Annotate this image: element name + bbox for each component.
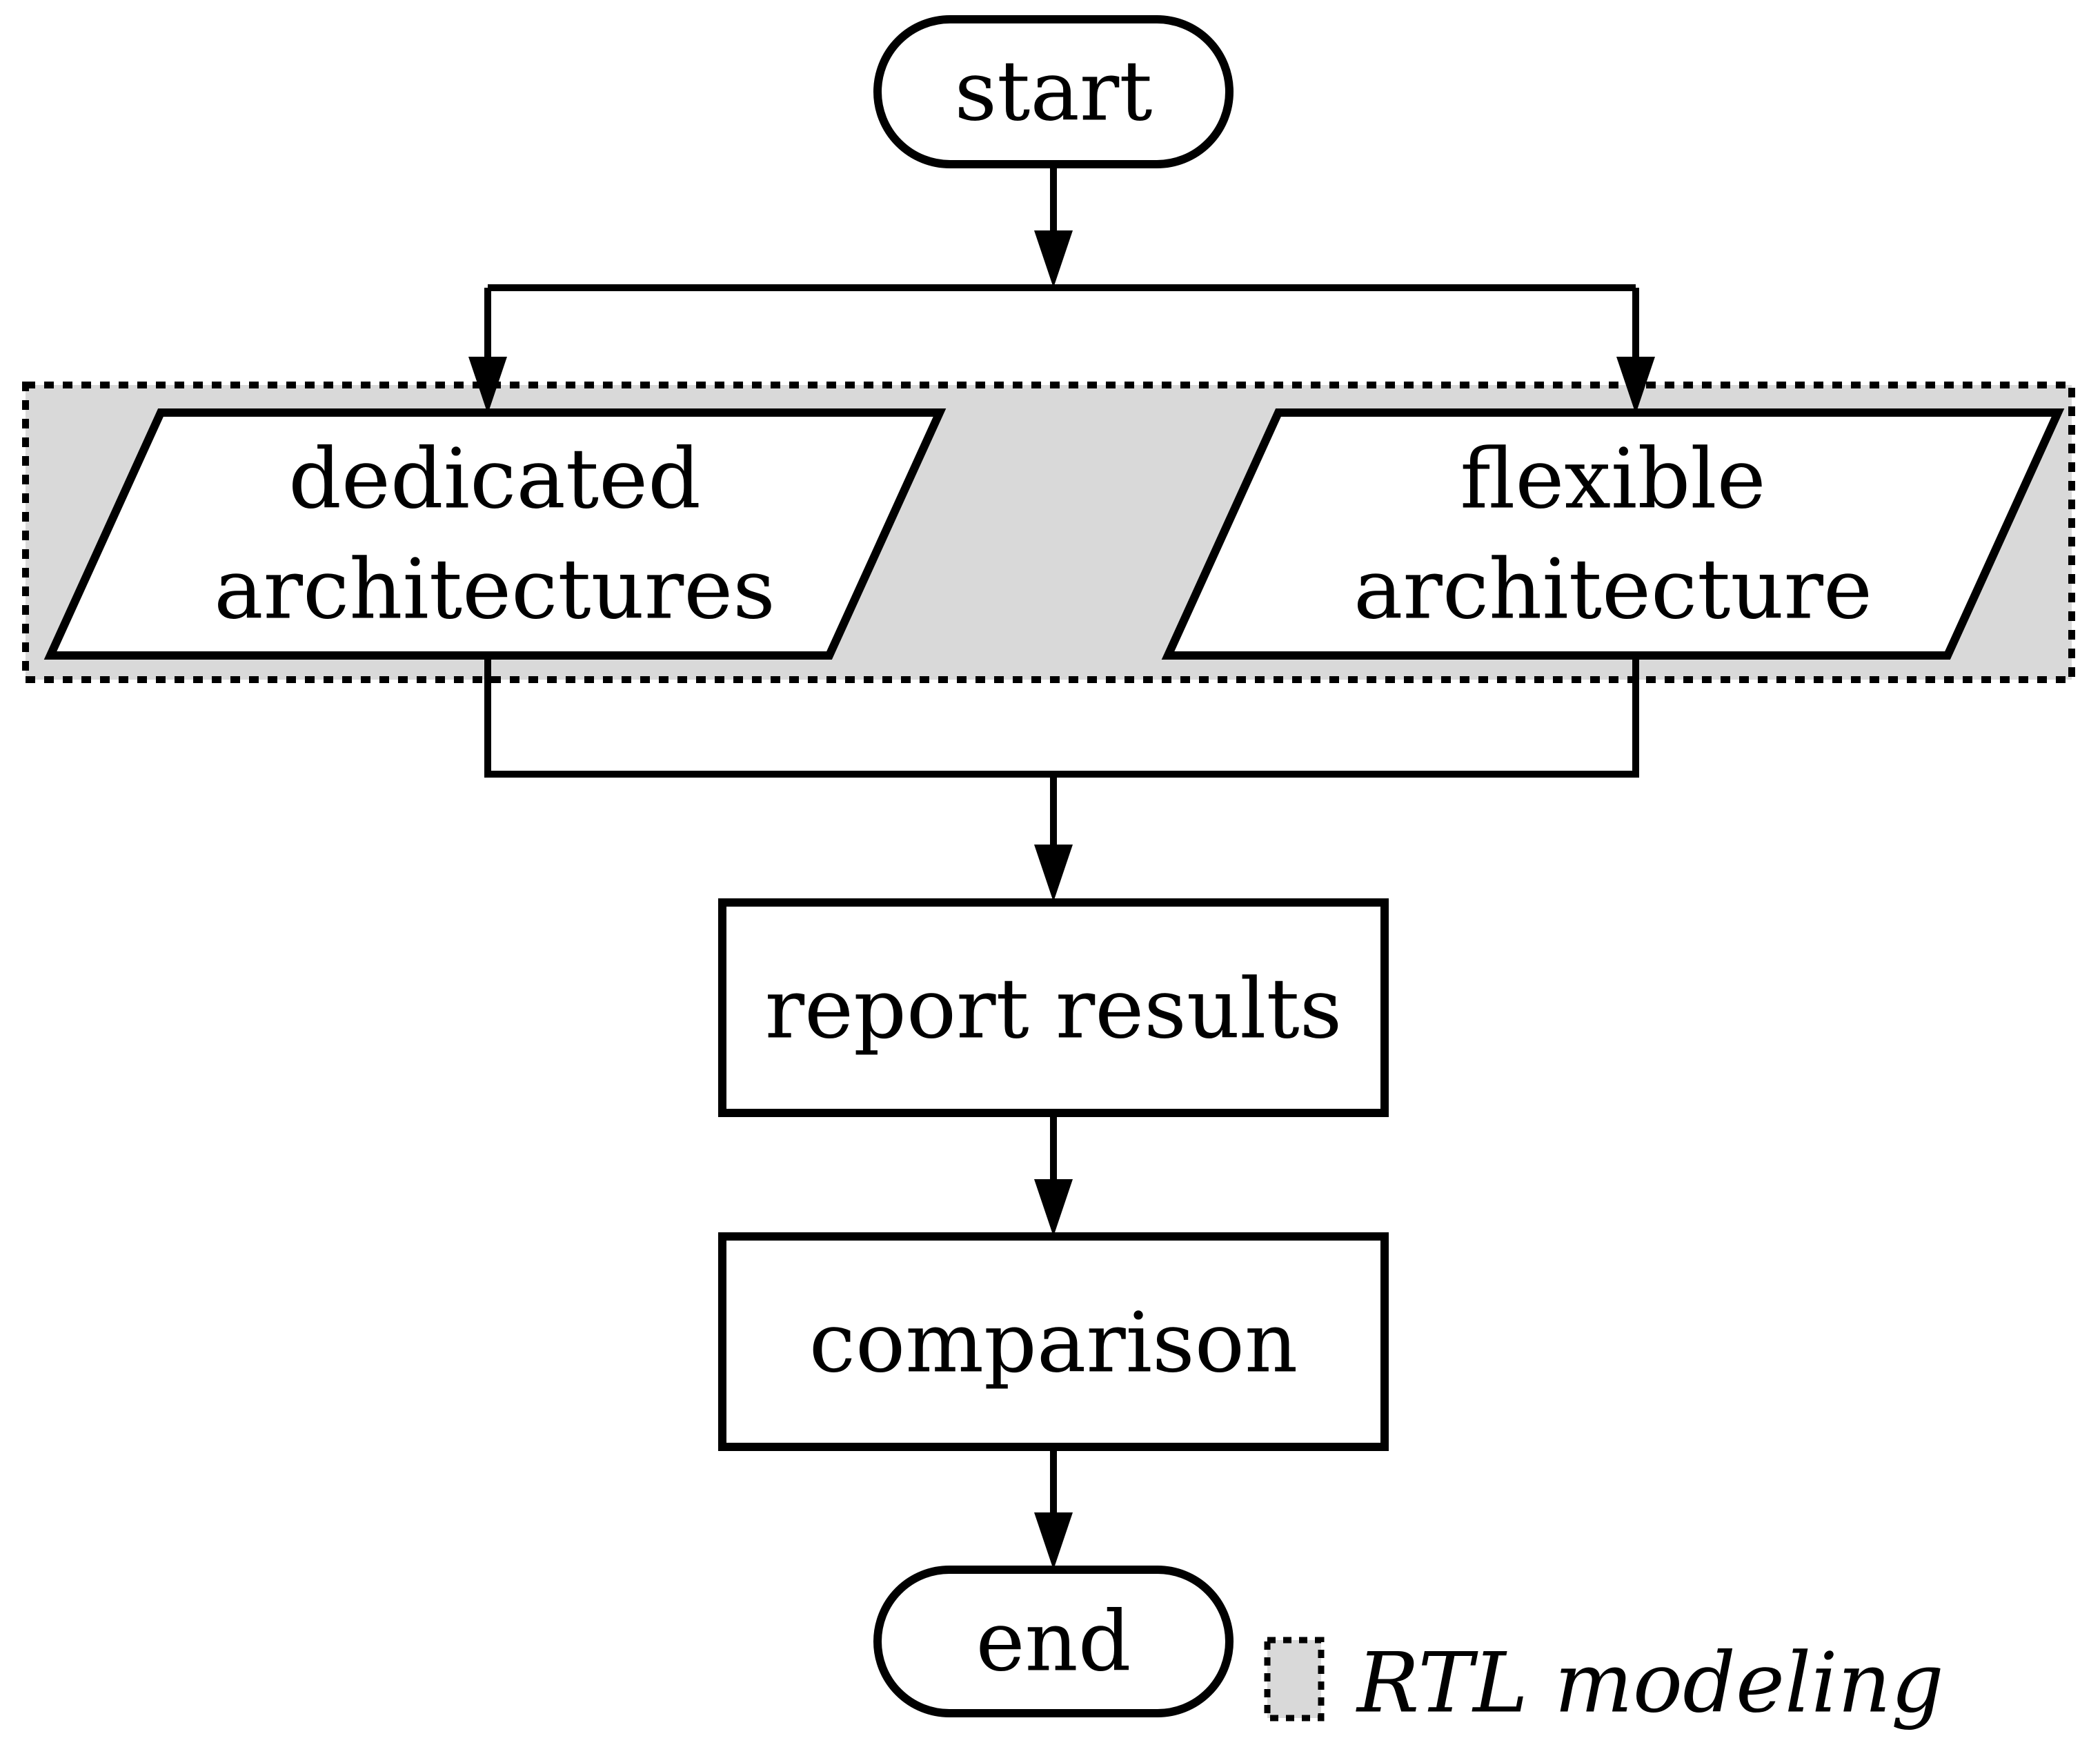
edge-comparison-to-end xyxy=(1034,1447,1073,1570)
arrowhead-down-icon xyxy=(1034,230,1073,288)
end-label: end xyxy=(975,1595,1131,1690)
flexible-parallelogram-shape xyxy=(1161,408,2065,660)
start-terminator-shape xyxy=(873,15,1234,168)
arrowhead-down-icon xyxy=(1034,1512,1073,1570)
edge-start-to-split xyxy=(1034,160,1073,288)
comparison-label: comparison xyxy=(809,1296,1298,1392)
end-terminator-shape xyxy=(873,1566,1234,1717)
arrowhead-down-icon xyxy=(1616,357,1655,414)
legend: RTL modeling xyxy=(1264,1636,1944,1732)
flexible-label-line1: flexible xyxy=(1460,432,1765,528)
comparison-box-shape xyxy=(718,1232,1389,1451)
arrowhead-down-icon xyxy=(1034,845,1073,902)
dedicated-label-line1: dedicated xyxy=(288,432,701,528)
node-flexible-architecture: flexible architecture xyxy=(1161,408,2065,660)
legend-rtl-swatch xyxy=(1264,1637,1325,1722)
node-dedicated-architectures: dedicated architectures xyxy=(43,408,947,660)
node-start: start xyxy=(873,15,1234,168)
node-comparison: comparison xyxy=(718,1232,1389,1451)
node-report-results: report results xyxy=(718,898,1389,1117)
edge-split-branches xyxy=(468,284,1655,414)
dedicated-parallelogram-shape xyxy=(43,408,947,660)
arrowhead-down-icon xyxy=(1034,1179,1073,1236)
arrowhead-down-icon xyxy=(468,357,507,414)
report-results-label: report results xyxy=(765,962,1343,1058)
flexible-label-line2: architecture xyxy=(1354,542,1872,638)
dedicated-label-line2: architectures xyxy=(214,542,775,638)
legend-rtl-label: RTL modeling xyxy=(1356,1636,1944,1732)
report-results-box-shape xyxy=(718,898,1389,1117)
edge-report-to-comparison xyxy=(1034,1113,1073,1236)
start-label: start xyxy=(955,44,1153,140)
edge-merge-bar xyxy=(484,655,1639,902)
node-end: end xyxy=(873,1566,1234,1717)
